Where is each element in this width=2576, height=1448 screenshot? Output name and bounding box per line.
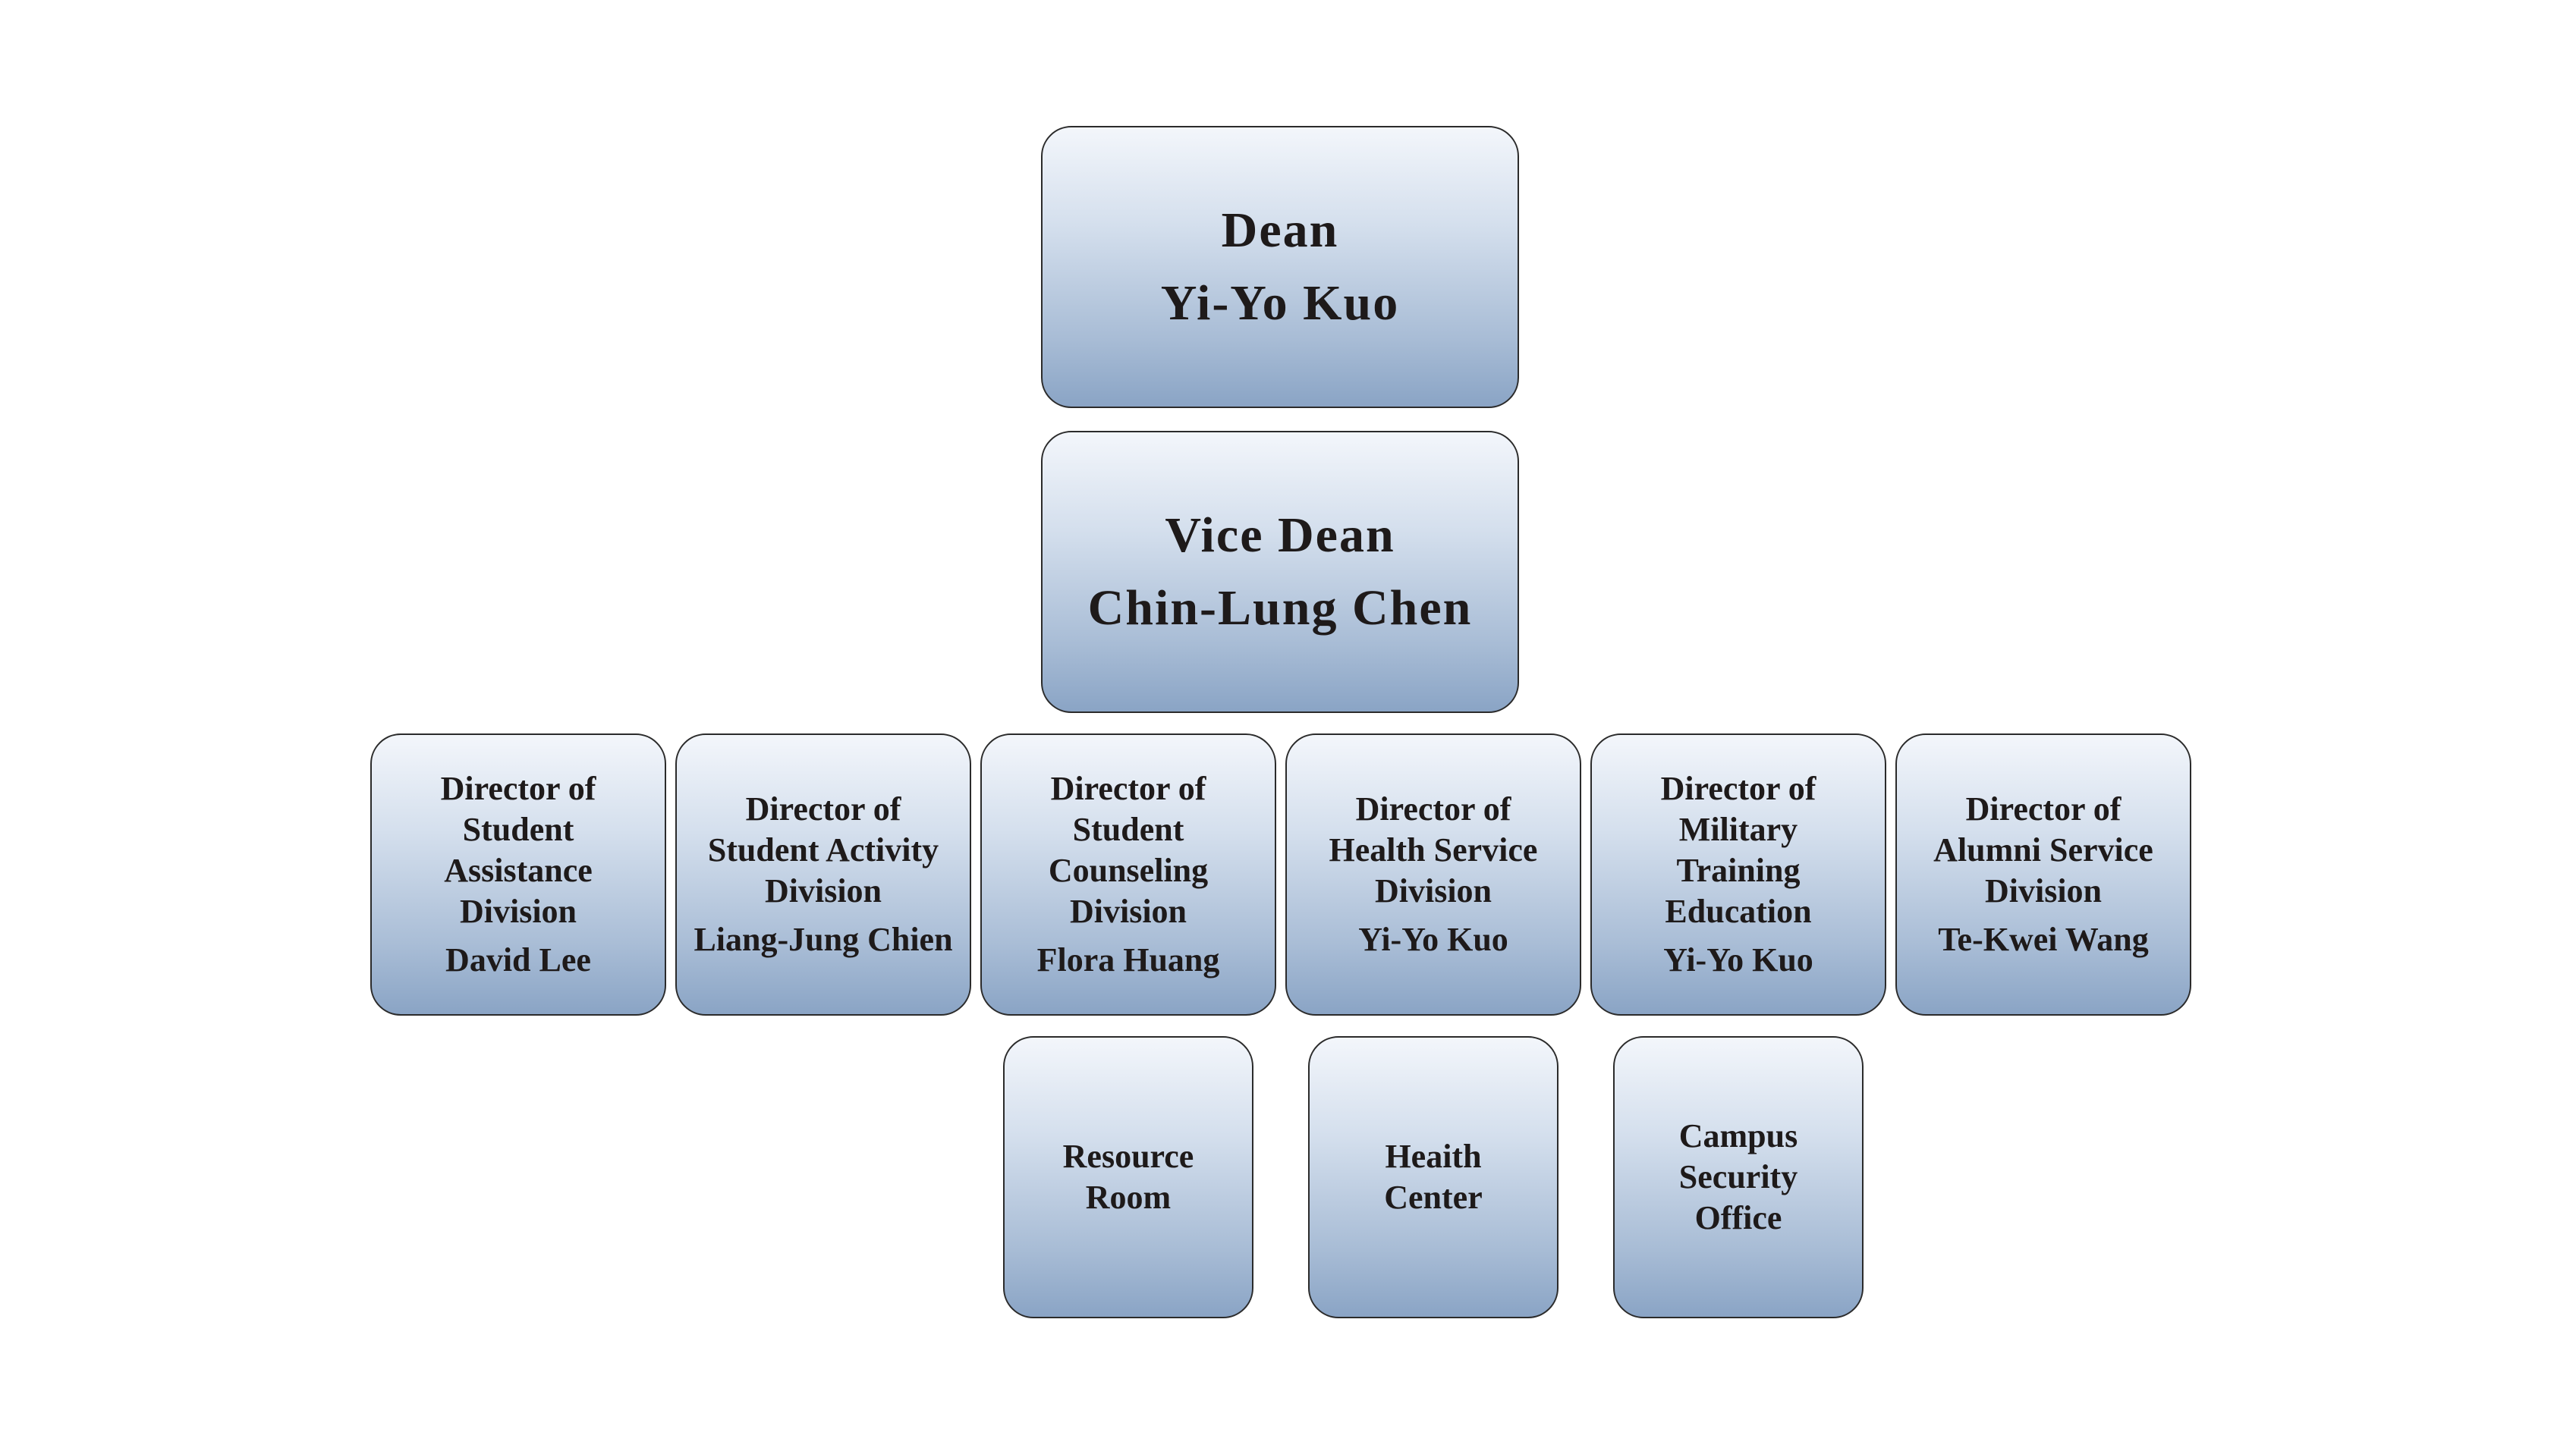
unit-label-line: Resource [1062, 1138, 1194, 1175]
unit-label-line: Heaith [1385, 1138, 1482, 1175]
director-name: Liang-Jung Chien [694, 921, 953, 958]
director-title-line: Director of [1355, 790, 1511, 828]
director-title-line: Counseling [1048, 852, 1209, 889]
director-title-line: Military [1678, 811, 1798, 848]
unit-resource-room-box: Resource Room [1003, 1036, 1253, 1318]
director-title-line: Student [1072, 811, 1184, 848]
director-alumni-service-box: Director of Alumni Service Division Te-K… [1895, 733, 2191, 1016]
director-title-line: Alumni Service [1933, 831, 2153, 868]
director-title-line: Director of [1050, 770, 1206, 807]
director-title-line: Training [1676, 852, 1801, 889]
unit-health-center-box: Heaith Center [1308, 1036, 1558, 1318]
dean-title: Dean [1221, 203, 1339, 258]
vice-dean-box: Vice Dean Chin-Lung Chen [1041, 431, 1519, 713]
dean-name: Yi-Yo Kuo [1160, 275, 1400, 331]
director-title-line: Division [459, 893, 577, 930]
director-title-line: Director of [440, 770, 596, 807]
vice-dean-name: Chin-Lung Chen [1087, 580, 1473, 636]
director-title-line: Division [1984, 872, 2103, 909]
unit-label-line: Security [1678, 1158, 1798, 1195]
director-health-service-box: Director of Health Service Division Yi-Y… [1285, 733, 1581, 1016]
unit-label-line: Room [1085, 1179, 1172, 1216]
director-military-training-box: Director of Military Training Education … [1590, 733, 1886, 1016]
director-name: David Lee [445, 941, 591, 978]
director-title-line: Student [462, 811, 574, 848]
dean-box: Dean Yi-Yo Kuo [1041, 126, 1519, 408]
director-title-line: Director of [745, 790, 901, 828]
director-student-assistance-box: Director of Student Assistance Division … [370, 733, 666, 1016]
director-title-line: Director of [1965, 790, 2122, 828]
unit-label-line: Office [1694, 1199, 1782, 1236]
director-name: Yi-Yo Kuo [1663, 941, 1813, 978]
director-name: Te-Kwei Wang [1938, 921, 2149, 958]
director-title-line: Director of [1660, 770, 1816, 807]
director-title-line: Student Activity [707, 831, 939, 868]
director-student-activity-box: Director of Student Activity Division Li… [675, 733, 971, 1016]
director-student-counseling-box: Director of Student Counseling Division … [980, 733, 1276, 1016]
director-title-line: Assistance [444, 852, 593, 889]
unit-label-line: Center [1384, 1179, 1483, 1216]
director-title-line: Division [1069, 893, 1187, 930]
vice-dean-title: Vice Dean [1165, 507, 1395, 563]
director-title-line: Education [1665, 893, 1812, 930]
unit-label-line: Campus [1678, 1117, 1798, 1154]
director-title-line: Health Service [1329, 831, 1538, 868]
director-title-line: Division [764, 872, 882, 909]
director-name: Yi-Yo Kuo [1358, 921, 1508, 958]
unit-campus-security-box: Campus Security Office [1613, 1036, 1864, 1318]
director-name: Flora Huang [1036, 941, 1220, 978]
director-title-line: Division [1374, 872, 1492, 909]
